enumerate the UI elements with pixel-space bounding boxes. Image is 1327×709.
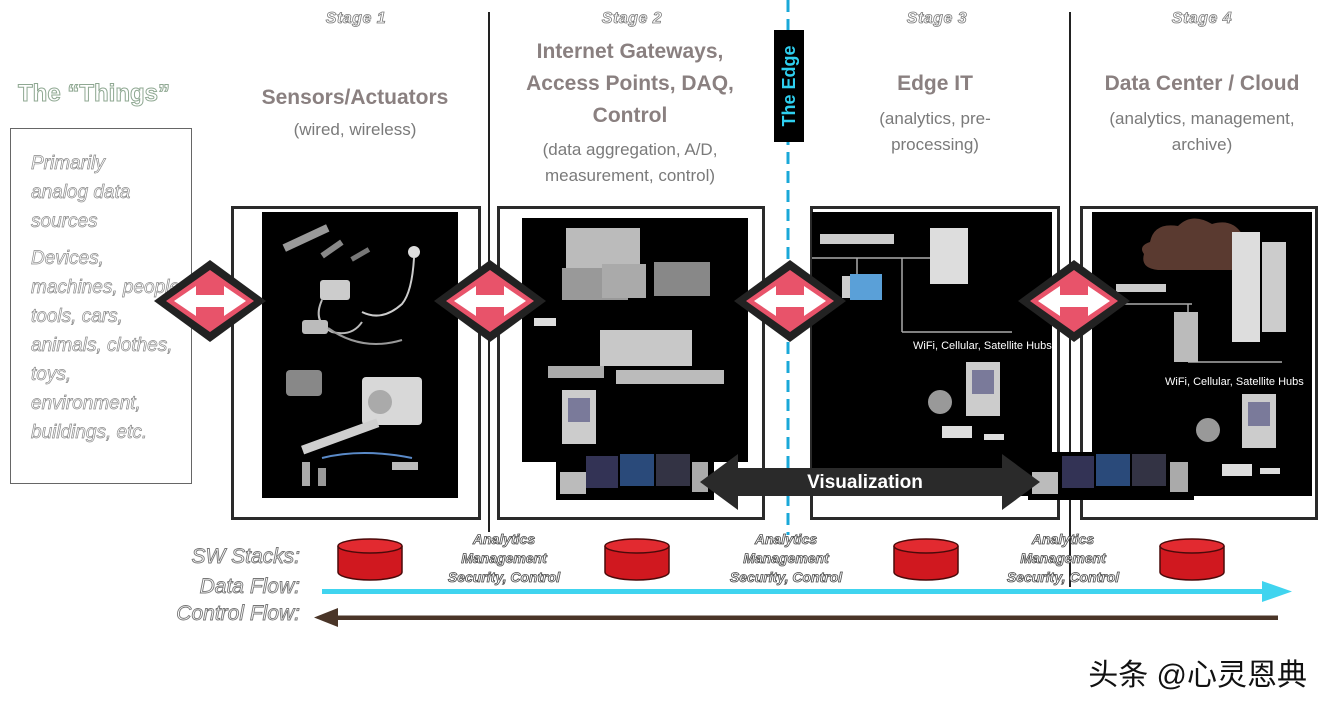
- stage-4-monitors-image: [1028, 452, 1194, 500]
- things-title: The “Things”: [18, 80, 171, 108]
- stage-3-edge-it-image: [812, 212, 1052, 496]
- stage-3-title: Edge IT: [897, 72, 973, 95]
- sw-stack-cylinder-1: [337, 538, 403, 581]
- stage-1-sensors-image: [262, 212, 458, 498]
- diamond-arrow-stage1-stage2: [434, 260, 546, 342]
- sw-stack-cylinder-4: [1159, 538, 1225, 581]
- sw-stack-label-2: Analytics Management Security, Control: [729, 531, 843, 586]
- diamond-arrow-stage3-stage4: [1018, 260, 1130, 342]
- sw-stack-cylinder-2: [604, 538, 670, 581]
- diamond-arrow-things-stage1: [154, 260, 266, 342]
- stage-2-title: Internet Gateways, Access Points, DAQ, C…: [526, 40, 734, 127]
- stage-2-monitors-image: [556, 452, 714, 500]
- stage-3-subtitle: (analytics, pre-processing): [879, 109, 991, 154]
- stage-2-label: Stage 2: [601, 10, 663, 28]
- sw-stack-cylinder-3: [893, 538, 959, 581]
- stage-4-title: Data Center / Cloud: [1104, 72, 1300, 95]
- stage-4-subtitle: (analytics, management, archive): [1109, 109, 1295, 154]
- stage-4-datacenter-image: [1092, 212, 1312, 496]
- control-flow-label: Control Flow:: [176, 602, 301, 626]
- visualization-arrow: [700, 454, 1040, 510]
- edge-label-box: [774, 30, 804, 142]
- edge-label: The Edge: [779, 45, 799, 127]
- stage-1-subtitle: (wired, wireless): [293, 120, 417, 139]
- stage-1-label: Stage 1: [325, 10, 387, 28]
- diamond-arrow-stage2-stage3: [734, 260, 846, 342]
- stage-2-subtitle: (data aggregation, A/D, measurement, con…: [542, 140, 718, 185]
- stage-4-label: Stage 4: [1171, 10, 1233, 28]
- sw-stack-label-1: Analytics Management Security, Control: [447, 531, 561, 586]
- things-text-devices: Devices, machines, people, tools, cars, …: [31, 248, 186, 444]
- sw-stacks-label: SW Stacks:: [191, 545, 300, 569]
- data-flow-arrow: [322, 581, 1292, 602]
- watermark: 头条 @心灵恩典: [1088, 659, 1307, 692]
- stage-4-hub-label: WiFi, Cellular, Satellite Hubs: [1165, 376, 1304, 388]
- stage-1-title: Sensors/Actuators: [261, 86, 449, 109]
- data-flow-label: Data Flow:: [199, 575, 300, 599]
- stage-3-label: Stage 3: [906, 10, 968, 28]
- things-text-sources: Primarily analog data sources: [31, 153, 131, 233]
- sw-stack-label-3: Analytics Management Security, Control: [1006, 531, 1120, 586]
- things-box: Primarily analog data sources Devices, m…: [10, 128, 192, 484]
- stage-2-gateway-image: [522, 218, 748, 462]
- stage-3-hub-label: WiFi, Cellular, Satellite Hubs: [913, 340, 1052, 352]
- control-flow-arrow: [314, 608, 1278, 627]
- visualization-label: Visualization: [807, 472, 923, 493]
